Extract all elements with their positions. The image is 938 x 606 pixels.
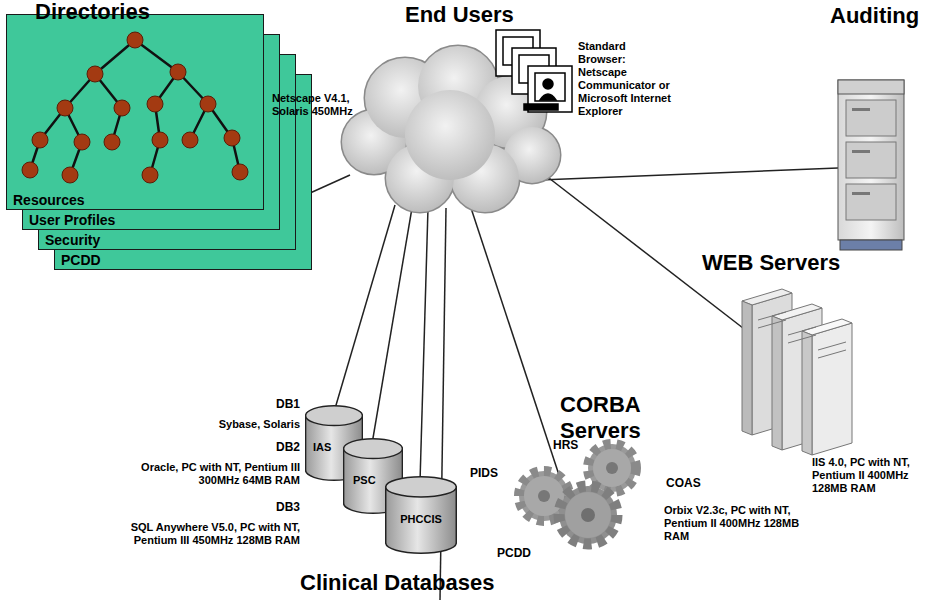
panel-label: PCDD bbox=[61, 252, 101, 268]
panel-label: Security bbox=[45, 232, 100, 248]
service-name: HRS bbox=[553, 438, 578, 452]
group-title: Directories bbox=[35, 0, 150, 25]
corba-gears bbox=[519, 444, 636, 544]
group-title: End Users bbox=[405, 2, 514, 28]
group-title: CORBA Servers bbox=[560, 392, 660, 444]
network-line bbox=[268, 168, 838, 600]
client-spec: Standard Browser: Netscape Communicator … bbox=[578, 40, 674, 118]
group-title: WEB Servers bbox=[702, 250, 840, 276]
database-name: PHCCIS bbox=[400, 513, 442, 525]
audit-server bbox=[838, 80, 904, 250]
server-spec: Orbix V2.3c, PC with NT, Pentium II 400M… bbox=[664, 504, 800, 543]
group-title: Auditing bbox=[830, 3, 919, 29]
database-id: DB1 bbox=[150, 397, 300, 411]
server-spec: Netscape V4.1, Solaris 450MHz bbox=[272, 92, 356, 118]
server-spec: IIS 4.0, PC with NT, Pentium II 400MHz 1… bbox=[812, 456, 934, 495]
database-cylinder: PHCCIS bbox=[385, 476, 457, 554]
server-spec: Sybase, Solaris bbox=[150, 418, 300, 431]
panel-label: Resources bbox=[13, 192, 85, 208]
web-server-towers bbox=[742, 289, 852, 455]
service-name: COAS bbox=[666, 476, 701, 490]
service-name: PIDS bbox=[470, 466, 498, 480]
database-id: DB2 bbox=[150, 440, 300, 454]
service-name: PCDD bbox=[497, 546, 531, 560]
directory-panel: DirectoriesResources bbox=[6, 14, 264, 210]
group-title: Clinical Databases bbox=[300, 570, 494, 596]
server-spec: Oracle, PC with NT, Pentium III 300MHz 6… bbox=[120, 461, 300, 487]
server-spec: SQL Anywhere V5.0, PC with NT, Pentium I… bbox=[120, 521, 300, 547]
database-name: PSC bbox=[353, 474, 376, 486]
database-name: IAS bbox=[313, 441, 331, 453]
panel-label: User Profiles bbox=[29, 212, 115, 228]
end-user-icon bbox=[496, 30, 572, 112]
database-id: DB3 bbox=[150, 500, 300, 514]
